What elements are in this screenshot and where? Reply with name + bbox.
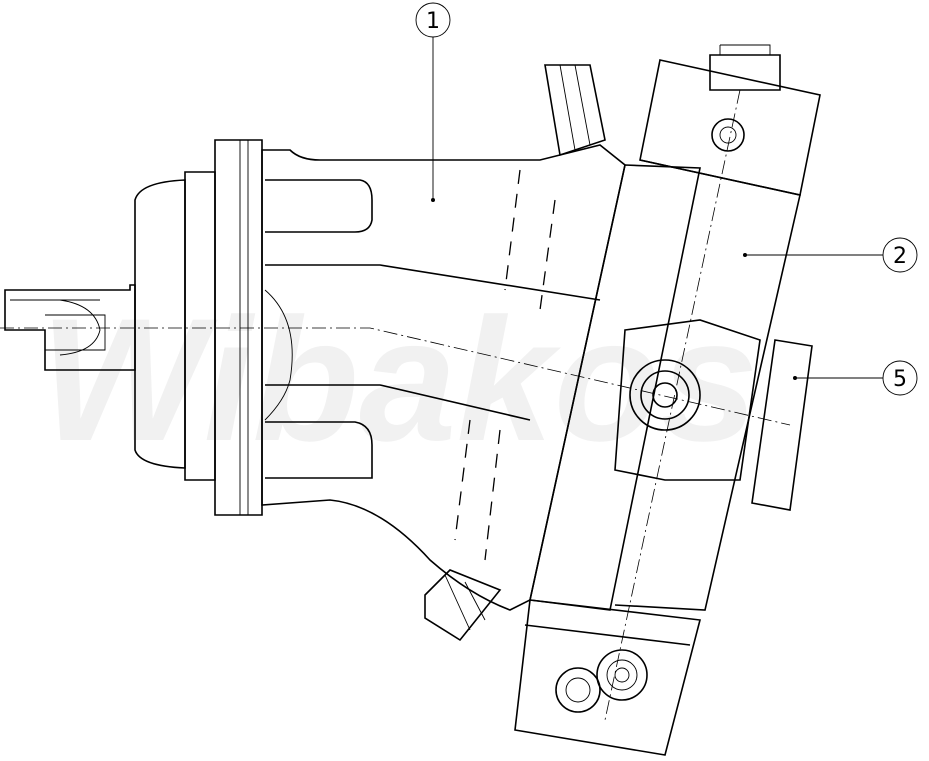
control-block <box>614 44 821 481</box>
callout-number: 1 <box>426 9 440 34</box>
front-flange <box>134 139 263 516</box>
callout-number: 5 <box>893 367 907 392</box>
callout-1: 1 <box>415 2 451 202</box>
callout-5: 5 <box>793 360 918 396</box>
callout-number: 2 <box>893 244 907 269</box>
valve-plate <box>751 339 813 511</box>
shaft-centerline <box>0 327 791 426</box>
watermark: Wibakos <box>40 283 758 478</box>
lower-block <box>514 599 702 756</box>
callout-2: 2 <box>743 237 918 273</box>
motor-housing <box>261 64 626 642</box>
block-centerline <box>604 89 741 721</box>
